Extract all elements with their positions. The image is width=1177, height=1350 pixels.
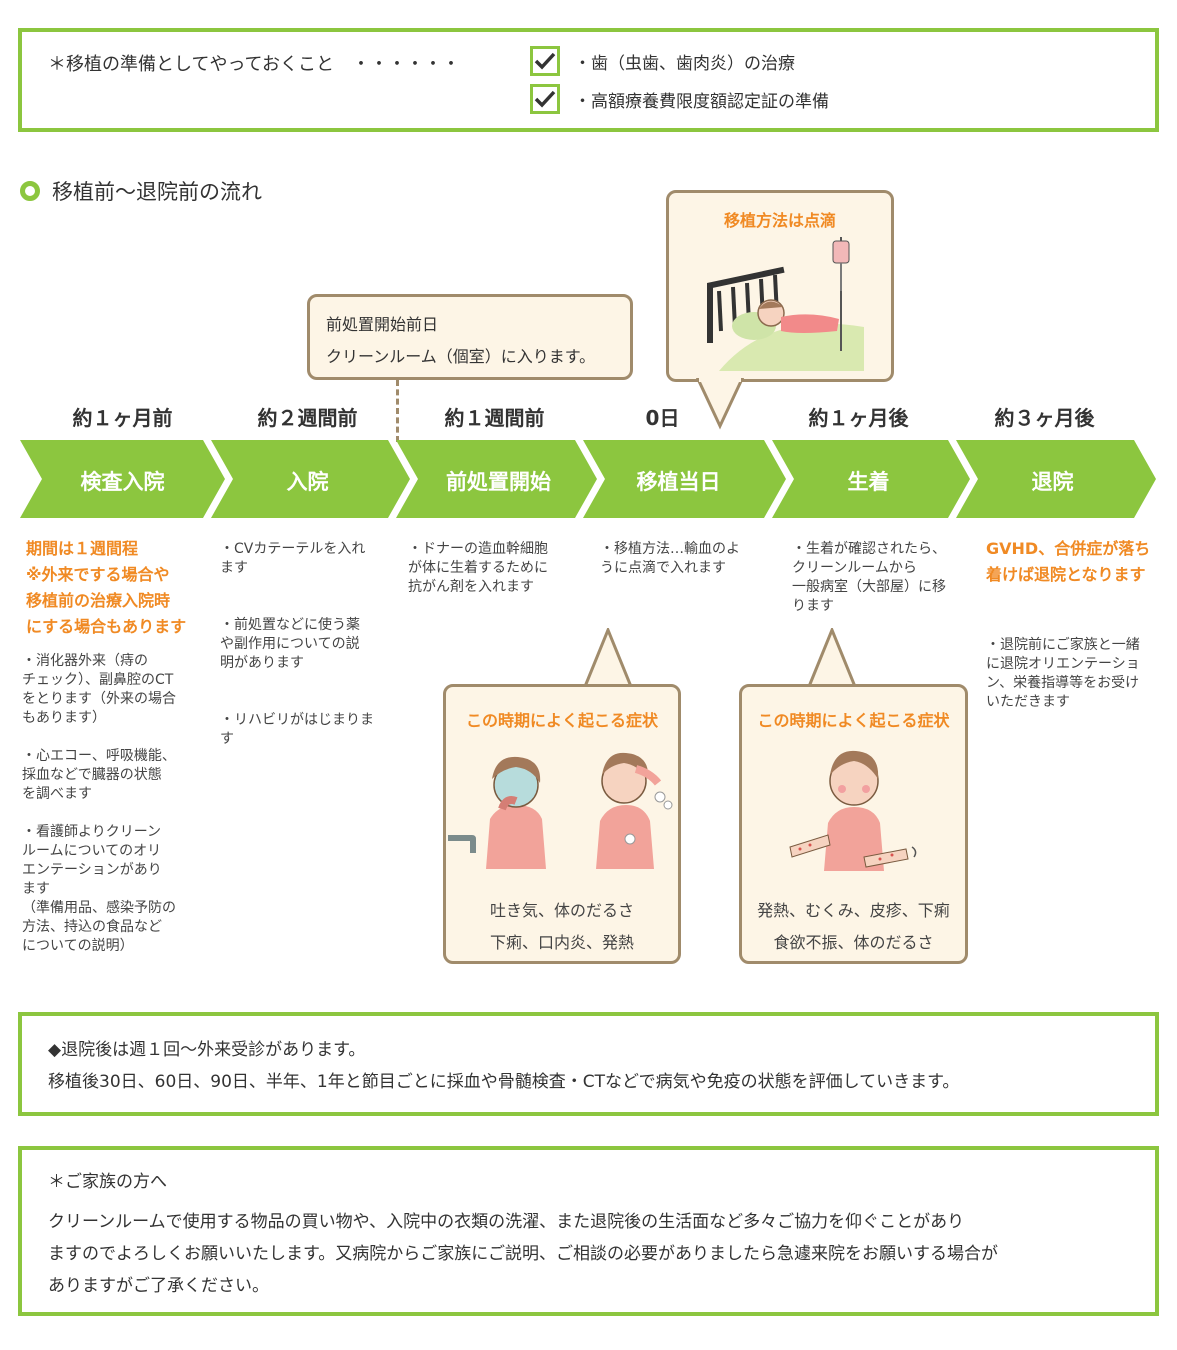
checkmark-icon [530,46,560,76]
dashed-connector [396,380,399,442]
col6-note: GVHD、合併症が落ち 着けば退院となります [986,539,1151,584]
fever-rash-illustration [789,750,917,871]
symptoms-b-pointer [805,628,859,690]
after-line-2: 移植後30日、60日、90日、半年、1年と節目ごとに採血や骨髄検査・CTなどで病… [48,1072,960,1092]
stage-label: 退院 [1031,470,1074,494]
stage-label: 検査入院 [80,470,165,494]
symptoms-a-title: この時期によく起こる症状 [465,711,658,730]
timeline-chevrons [20,440,1156,518]
callout-line-2: クリーンルーム（個室）に入ります。 [326,347,596,366]
time-label: 約１ヶ月後 [808,406,909,430]
symptoms-a-line-1: 吐き気、体のだるさ [489,901,634,920]
stage-label: 生着 [847,470,890,494]
symptoms-a-pointer [581,628,635,690]
stage-label: 移植当日 [636,470,721,494]
col4-text: ・移植方法…輸血のよ うに点滴で入れます [600,541,740,576]
patient-iv-illustration [707,237,864,371]
time-label: 約１週間前 [444,406,545,430]
symptoms-b-line-2: 食欲不振、体のだるさ [773,933,934,952]
prep-box: ＊移植の準備としてやっておくこと ・・・・・・ ・歯（虫歯、歯肉炎）の治療 ・高… [18,28,1159,132]
time-label: 約１ヶ月前 [72,406,173,430]
family-line-2: ますのでよろしくお願いいたします。又病院からご家族にご説明、ご相談の必要がありま… [48,1244,998,1264]
symptoms-b-line-1: 発熱、むくみ、皮疹、下痢 [757,901,950,920]
flow-heading-text: 移植前〜退院前の流れ [52,180,262,204]
method-callout: 移植方法は点滴 [666,190,894,382]
nausea-illustration [448,752,673,869]
col1-text: ・消化器外来（痔の チェック）、副鼻腔のCT をとります（外来の場合 もあります… [22,653,176,954]
col6-text: ・退院前にご家族と一緒 に退院オリエンテーショ ン、栄養指導等をお受け いただき… [986,637,1140,710]
prep-title: ＊移植の準備としてやっておくこと ・・・・・・ [48,54,461,75]
col3-text: ・ドナーの造血幹細胞 が体に生着するために 抗がん剤を入れます [408,541,548,595]
prep-item-label: ・高額療養費限度額認定証の準備 [574,91,829,112]
col1-note: 期間は１週間程 ※外来でする場合や 移植前の治療入院時 にする場合もあります [26,539,187,636]
callout-line-1: 前処置開始前日 [326,315,439,334]
family-box: ＊ご家族の方へ クリーンルームで使用する物品の買い物や、入院中の衣類の洗濯、また… [18,1146,1159,1316]
checkmark-icon [530,84,560,114]
ring-bullet-icon [20,181,40,201]
symptoms-box-b: この時期によく起こる症状 発熱、むくみ、皮疹、下痢 食欲不振、体のだるさ [739,684,968,964]
prep-item-1: ・歯（虫歯、歯肉炎）の治療 [530,46,795,76]
col5-text: ・生着が確認されたら、 クリーンルームから 一般病室（大部屋）に移 ります [792,541,946,614]
time-label: 約３ヶ月後 [994,406,1095,430]
prep-item-2: ・高額療養費限度額認定証の準備 [530,84,829,114]
col2-text: ・CVカテーテルを入れ ます ・前処置などに使う薬 や副作用についての説 明があ… [220,541,374,747]
symptoms-b-title: この時期によく起こる症状 [757,711,950,730]
family-title: ＊ご家族の方へ [48,1172,167,1192]
family-line-1: クリーンルームで使用する物品の買い物や、入院中の衣類の洗濯、また退院後の生活面な… [48,1212,965,1232]
pretreatment-callout: 前処置開始前日 クリーンルーム（個室）に入ります。 [307,294,633,380]
stage-label: 前処置開始 [446,470,551,494]
symptoms-a-line-2: 下痢、口内炎、発熱 [489,933,634,952]
method-callout-pointer [696,378,745,430]
after-line-1: ◆退院後は週１回〜外来受診があります。 [48,1040,366,1060]
method-callout-title: 移植方法は点滴 [723,211,836,230]
prep-item-label: ・歯（虫歯、歯肉炎）の治療 [574,53,795,74]
time-label: 0日 [645,406,680,430]
time-label: 約２週間前 [257,406,358,430]
symptoms-box-a: この時期によく起こる症状 吐き気、体のだるさ 下痢、口内炎、発熱 [443,684,681,964]
stage-label: 入院 [286,470,329,494]
after-discharge-box: ◆退院後は週１回〜外来受診があります。 移植後30日、60日、90日、半年、1年… [18,1012,1159,1116]
family-line-3: ありますがご了承ください。 [48,1276,269,1296]
flow-heading: 移植前〜退院前の流れ [20,176,262,206]
